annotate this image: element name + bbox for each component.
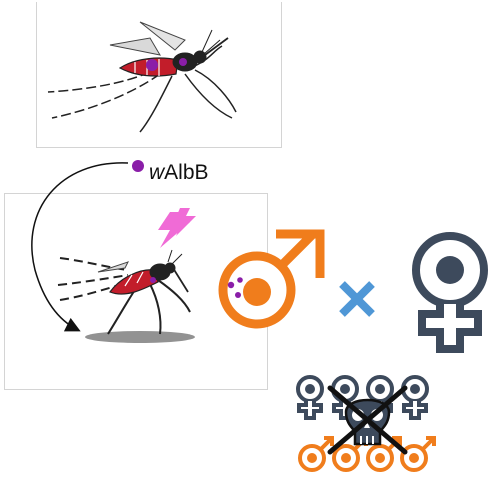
transmission-arrow	[32, 163, 128, 330]
infected-mosquito-icon	[58, 250, 195, 343]
wolbachia-dot	[132, 160, 144, 172]
small-female-icon-1	[298, 377, 322, 418]
small-male-icon-4	[402, 438, 434, 470]
cross-icon	[342, 284, 372, 314]
small-male-icon-1	[300, 438, 332, 470]
male-symbol-icon	[223, 234, 320, 324]
female-symbol-icon	[416, 236, 484, 349]
mosquito-icon	[48, 22, 236, 132]
small-female-icon-4	[403, 377, 427, 418]
